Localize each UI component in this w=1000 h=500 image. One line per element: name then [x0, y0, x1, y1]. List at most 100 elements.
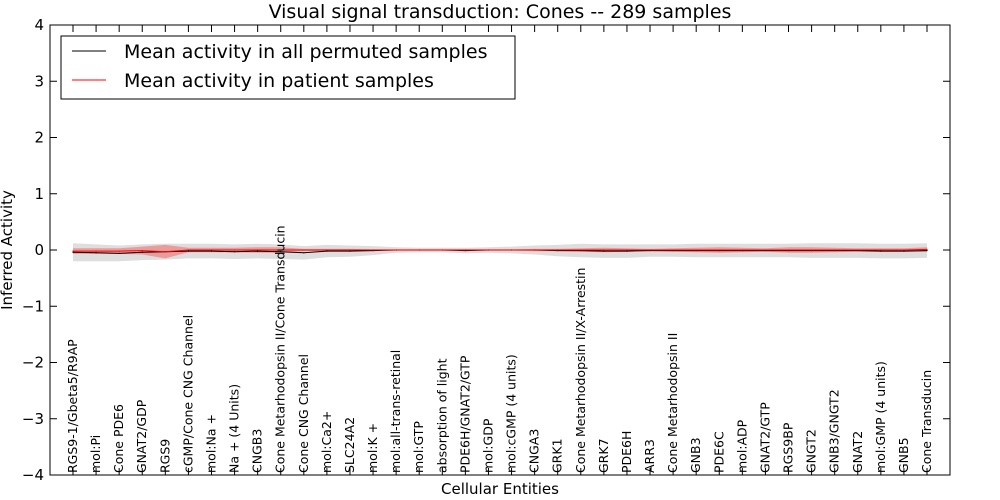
- x-tick-label: GRK7: [596, 438, 611, 473]
- patient-point: [280, 249, 282, 251]
- x-tick-label: GNGT2: [804, 429, 819, 473]
- permuted-point: [72, 251, 74, 253]
- permuted-point: [257, 250, 259, 252]
- x-tick-label: RGS9: [157, 439, 172, 473]
- patient-point: [372, 249, 374, 251]
- patient-point: [557, 249, 559, 251]
- legend-label: Mean activity in patient samples: [124, 70, 434, 92]
- x-tick-label: Cone Metarhodopsin II/X-Arrestin: [573, 268, 588, 473]
- patient-point: [626, 249, 628, 251]
- permuted-point: [326, 250, 328, 252]
- permuted-point: [303, 252, 305, 254]
- permuted-point: [187, 250, 190, 252]
- legend-box: [60, 35, 516, 100]
- patient-point: [233, 249, 236, 251]
- patient-point: [464, 249, 466, 251]
- legend-label: Mean activity in all permuted samples: [124, 41, 487, 63]
- x-tick-label: Cone Metarhodopsin II: [665, 333, 680, 473]
- x-tick-label: PDE6H/GNAT2/GTP: [457, 355, 472, 473]
- permuted-point: [280, 251, 282, 253]
- x-tick-label: mol:cGMP (4 units): [504, 354, 519, 473]
- legend: Mean activity in all permuted samplesMea…: [60, 35, 516, 100]
- patient-point: [95, 250, 97, 252]
- x-tick-label: Cone PDE6: [111, 404, 126, 473]
- patient-point: [441, 249, 443, 251]
- patient-point: [834, 249, 836, 251]
- x-tick-label: GNAT2/GDP: [134, 399, 149, 473]
- x-tick-label: PDE6H: [619, 431, 634, 473]
- y-tick-label: −1: [22, 297, 44, 315]
- patient-point: [649, 249, 651, 251]
- permuted-point: [141, 251, 143, 253]
- x-tick-label: Cone CNG Channel: [296, 354, 311, 473]
- plot-area: 4 3 2 1 0 −1 −2 −3 −4 RGS9-1/Gbeta5/R9AP mol:Pi Con…: [22, 16, 951, 484]
- patient-point: [118, 250, 120, 252]
- y-tick-label: 2: [34, 129, 44, 147]
- patient-point: [741, 249, 743, 251]
- patient-point: [718, 249, 720, 251]
- patient-point: [487, 249, 490, 251]
- patient-point: [257, 249, 259, 251]
- patient-point: [764, 249, 767, 251]
- x-tick-label: mol:GTP: [411, 421, 426, 473]
- x-axis-label: Cellular Entities: [441, 480, 559, 498]
- x-tick-label: mol:GDP: [481, 418, 496, 473]
- patient-point: [857, 249, 859, 251]
- x-tick-label: mol:Na +: [204, 414, 219, 473]
- x-tick-label: Na + (4 Units): [227, 384, 242, 473]
- permuted-point: [603, 250, 605, 252]
- y-tick-label: 3: [34, 72, 44, 90]
- x-tick-label: mol:all-trans-retinal: [388, 350, 403, 473]
- patient-point: [810, 249, 813, 251]
- permuted-point: [926, 249, 928, 252]
- x-tick-label: mol:ADP: [734, 419, 749, 473]
- x-tick-label: PDE6C: [711, 431, 726, 473]
- x-tick-label: CNGA3: [527, 429, 542, 473]
- y-axis-label: Inferred Activity: [0, 190, 16, 310]
- patient-point: [787, 249, 790, 251]
- x-tick-label: absorption of light: [434, 358, 449, 473]
- patient-point: [672, 249, 674, 251]
- patient-point: [187, 249, 190, 251]
- patient-point: [603, 249, 605, 251]
- permuted-point: [233, 251, 236, 253]
- permuted-point: [880, 250, 882, 252]
- patient-point: [164, 251, 166, 253]
- permuted-point: [210, 250, 213, 252]
- x-tick-label: mol:Pi: [88, 435, 103, 473]
- x-tick-label: CNGB3: [250, 429, 265, 473]
- permuted-point: [95, 252, 97, 254]
- y-tick-label: −4: [22, 466, 44, 484]
- patient-point: [534, 249, 536, 251]
- patient-mean-line: [73, 248, 928, 253]
- patient-point: [510, 249, 513, 251]
- x-tick-label: cGMP/Cone CNG Channel: [180, 315, 195, 473]
- permuted-point: [626, 250, 628, 252]
- x-tick-label: GNB3: [688, 437, 703, 473]
- x-tick-label: Cone Metarhodopsin II/Cone Transducin: [273, 225, 288, 473]
- y-tick-label: −3: [22, 410, 44, 428]
- x-tick-label: RGS9-1/Gbeta5/R9AP: [65, 339, 80, 473]
- x-tick-label: GNAT2/GTP: [757, 402, 772, 473]
- x-tick-label: GNAT2: [850, 431, 865, 473]
- permuted-point: [349, 250, 351, 252]
- patient-point: [880, 249, 882, 251]
- y-tick-label: 4: [34, 16, 44, 34]
- patient-point: [695, 249, 697, 251]
- permuted-point: [903, 250, 905, 252]
- x-tick-label: mol:GMP (4 units): [873, 361, 888, 473]
- x-tick-label: ARR3: [642, 439, 657, 473]
- y-tick-label: 0: [34, 241, 44, 259]
- x-tick-label: GRK1: [550, 438, 565, 473]
- x-tick-label: GNB3/GNGT2: [827, 389, 842, 473]
- patient-point: [395, 249, 397, 251]
- x-tick-label: Cone Transducin: [919, 370, 934, 473]
- patient-point: [349, 249, 351, 251]
- chart-title: Visual signal transduction: Cones -- 289…: [269, 1, 732, 23]
- y-tick-label: 1: [34, 185, 44, 203]
- patient-point: [141, 249, 143, 252]
- y-tick-label: −2: [22, 354, 44, 372]
- patient-point: [418, 249, 420, 251]
- x-tick-label: mol:K +: [365, 423, 380, 473]
